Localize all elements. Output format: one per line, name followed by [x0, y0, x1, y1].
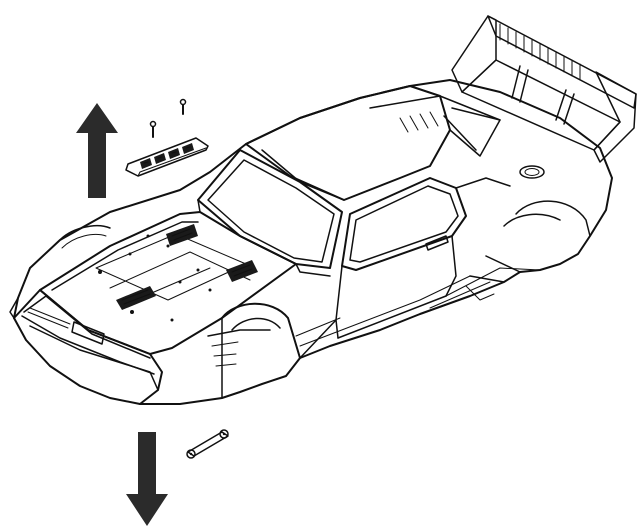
screw-icon	[149, 120, 157, 138]
hood-vent-plate	[125, 137, 209, 177]
body-shell	[9, 79, 613, 405]
up-arrow-icon	[76, 103, 118, 198]
down-arrow-icon	[126, 432, 168, 526]
screw-icon	[179, 98, 187, 115]
body-post-link	[186, 429, 229, 459]
rear-wing	[451, 15, 637, 163]
